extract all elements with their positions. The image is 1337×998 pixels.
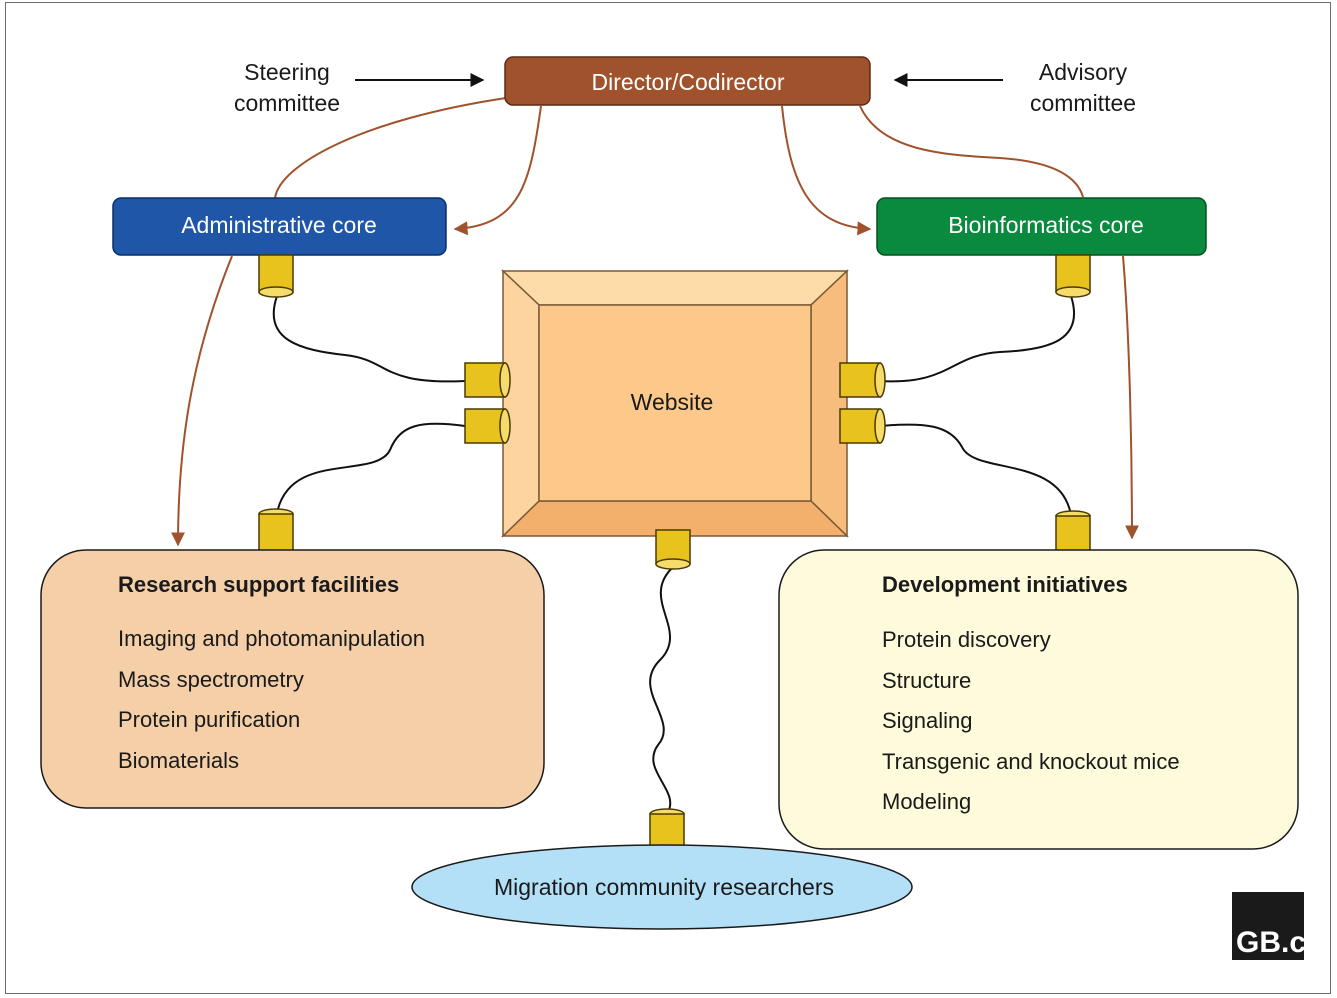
director-node: Director/Codirector — [504, 56, 871, 106]
plug-research — [258, 508, 294, 552]
steering-committee-line1: Steering — [244, 59, 330, 85]
arrow-director-to-admin — [453, 105, 542, 236]
advisory-committee: Advisory committee — [1030, 59, 1136, 116]
administrative-core-label: Administrative core — [181, 212, 377, 238]
figure-frame — [5, 2, 1331, 994]
development-node: Development initiatives Protein discover… — [778, 549, 1299, 850]
bioinformatics-core-node: Bioinformatics core — [876, 197, 1207, 256]
research-item: Imaging and photomanipulation — [118, 626, 425, 651]
research-support-title: Research support facilities — [118, 572, 399, 597]
plug-bioinf — [1055, 254, 1091, 298]
development-title: Development initiatives — [882, 572, 1128, 597]
director-label: Director/Codirector — [592, 69, 785, 95]
plug-development — [1055, 510, 1091, 554]
arrow-director-to-bioinf — [781, 105, 872, 236]
advisory-committee-line2: committee — [1030, 90, 1136, 116]
plug-website-left-top — [464, 362, 511, 398]
advisory-committee-line1: Advisory — [1039, 59, 1128, 85]
website-node: Website — [501, 269, 849, 538]
plug-website-right-bottom — [839, 408, 886, 444]
connector-plugs — [258, 254, 1091, 855]
plug-admin — [258, 254, 294, 298]
plug-website-left-bottom — [464, 408, 511, 444]
plug-website-bottom — [655, 529, 691, 570]
arrow-director-to-development — [859, 105, 1132, 538]
community-label: Migration community researchers — [494, 874, 834, 900]
development-item: Modeling — [882, 789, 971, 814]
development-item: Transgenic and knockout mice — [882, 749, 1180, 774]
arrow-director-to-research — [178, 97, 507, 545]
plug-website-right-top — [839, 362, 886, 398]
cable-bioinf-to-website — [879, 295, 1076, 383]
research-item: Protein purification — [118, 707, 300, 732]
logo-text: GB.c — [1236, 926, 1306, 959]
community-node: Migration community researchers — [411, 844, 913, 930]
website-label: Website — [631, 389, 714, 415]
cable-website-to-development — [879, 423, 1072, 516]
bioinformatics-core-label: Bioinformatics core — [948, 212, 1144, 238]
development-item: Protein discovery — [882, 627, 1051, 652]
logo: GB.c — [1232, 892, 1306, 960]
development-item: Signaling — [882, 708, 973, 733]
cable-admin-to-website — [272, 295, 466, 383]
cable-website-to-research — [276, 422, 466, 514]
steering-committee: Steering committee — [234, 59, 340, 116]
cable-website-to-community — [649, 567, 673, 813]
development-item: Structure — [882, 668, 971, 693]
administrative-core-node: Administrative core — [112, 197, 447, 256]
research-item: Biomaterials — [118, 748, 239, 773]
cables — [272, 295, 1076, 813]
hierarchy-arrows — [178, 97, 1132, 545]
steering-committee-line2: committee — [234, 90, 340, 116]
research-support-node: Research support facilities Imaging and … — [40, 549, 545, 809]
research-item: Mass spectrometry — [118, 667, 304, 692]
